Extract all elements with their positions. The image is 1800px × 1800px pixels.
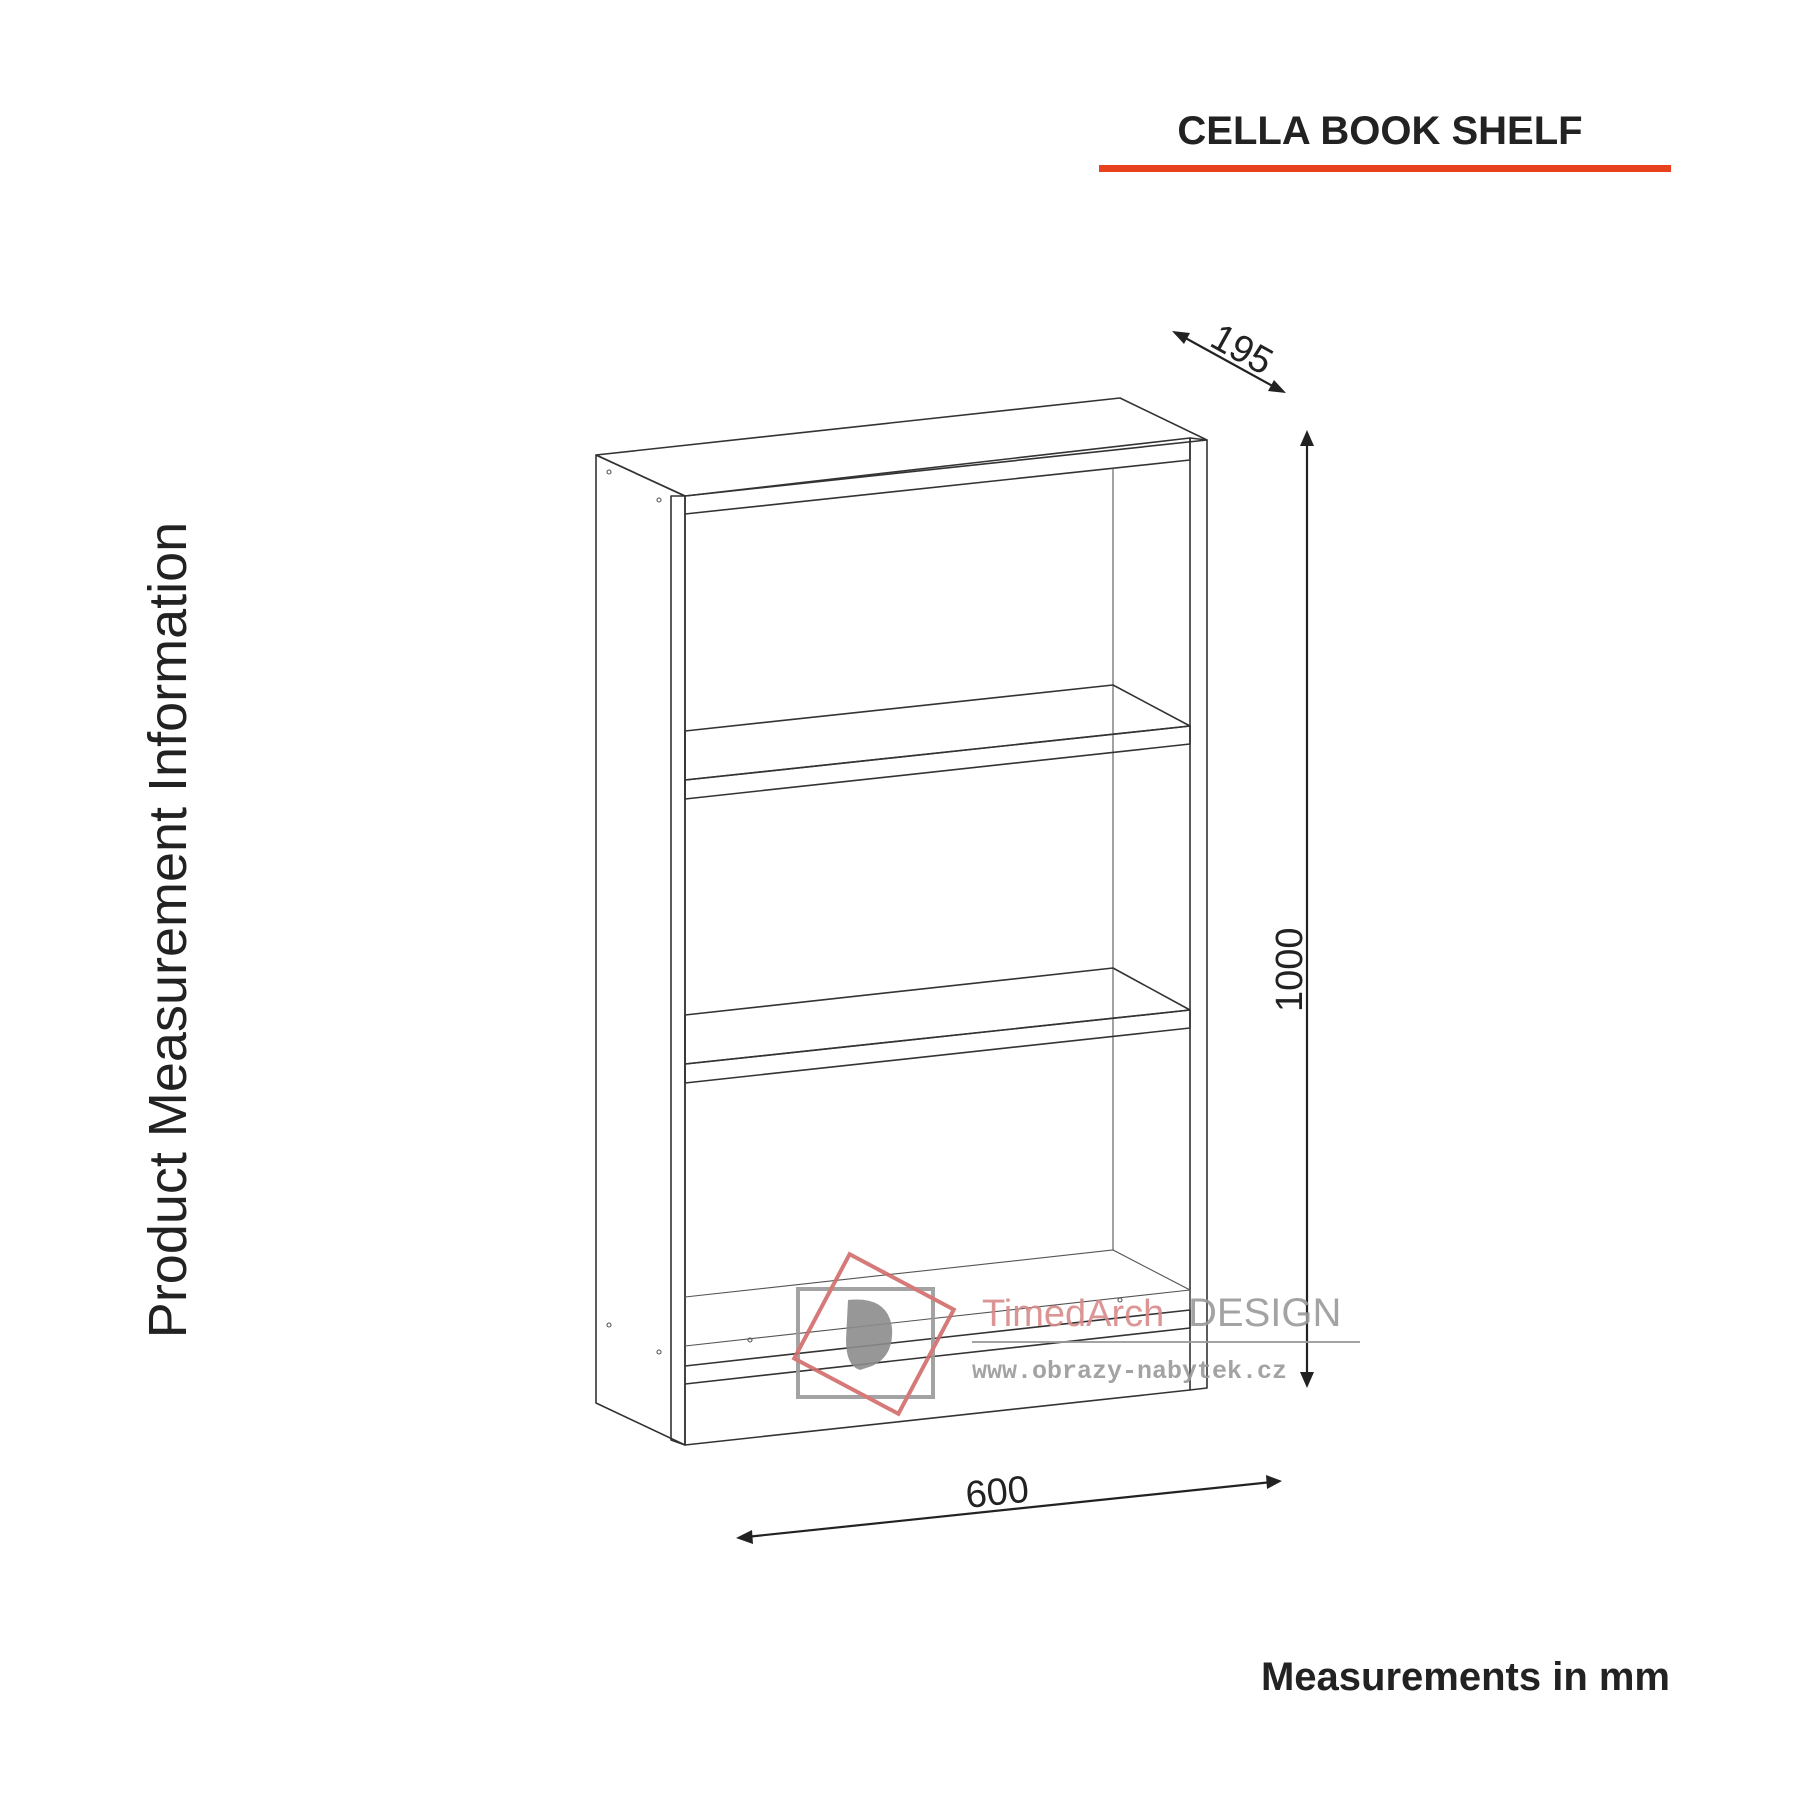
- width-dimension-line: [745, 1480, 1273, 1539]
- shelf-board-1-front: [684, 725, 1191, 800]
- dimension-depth: 195: [1172, 316, 1286, 393]
- dimension-width: 600: [736, 1469, 1282, 1544]
- watermark-frame-red: [791, 1251, 957, 1417]
- screw-hole: [606, 469, 612, 475]
- bookshelf-outline: [595, 397, 1208, 1446]
- units-note: Measurements in mm: [1260, 1655, 1670, 1699]
- chair-icon: [846, 1299, 893, 1370]
- arrow-head-icon: [1300, 1372, 1314, 1388]
- depth-value: 195: [1204, 316, 1280, 383]
- screw-hole: [656, 497, 662, 503]
- shelf-bottom-base: [684, 1389, 1191, 1446]
- arrow-head-icon: [1172, 331, 1190, 344]
- shelf-board-2-front: [684, 1009, 1191, 1084]
- width-value: 600: [964, 1469, 1031, 1517]
- arrow-head-icon: [1268, 380, 1286, 393]
- dimension-height: 1000: [1269, 430, 1314, 1388]
- arrow-head-icon: [1300, 430, 1314, 446]
- shelf-board-1: [684, 684, 1191, 781]
- shelf-right-front-edge: [1189, 437, 1208, 1391]
- watermark-logo: TimedArch DESIGN www.obrazy-nabytek.cz: [791, 1251, 1360, 1417]
- shelf-board-2: [684, 967, 1191, 1065]
- arrow-head-icon: [736, 1530, 753, 1544]
- watermark-brand-part2: DESIGN: [1188, 1291, 1341, 1335]
- shelf-bottom-top-surface: [684, 1249, 1191, 1310]
- arrow-head-icon: [1266, 1475, 1282, 1489]
- shelf-top-front-edge: [684, 437, 1191, 515]
- screw-hole: [656, 1349, 662, 1355]
- shelf-bottom-front-line: [684, 1289, 1191, 1347]
- title-underline: [1099, 165, 1671, 172]
- depth-dimension-line: [1179, 334, 1279, 390]
- screw-hole: [747, 1337, 753, 1343]
- watermark-url: www.obrazy-nabytek.cz: [972, 1357, 1287, 1386]
- shelf-left-front-edge: [670, 495, 686, 1446]
- height-value: 1000: [1269, 927, 1311, 1012]
- watermark-brand-part1: TimedArch: [982, 1293, 1164, 1335]
- screw-hole: [1117, 1297, 1123, 1303]
- screw-hole: [606, 1322, 612, 1328]
- product-title: CELLA BOOK SHELF: [1177, 109, 1583, 153]
